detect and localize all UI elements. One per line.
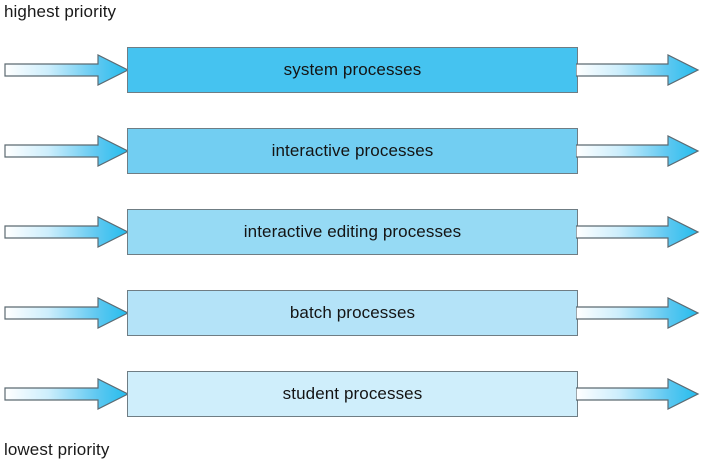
- queue-label: interactive processes: [271, 141, 434, 160]
- outgoing-arrow-icon: [576, 297, 700, 329]
- incoming-arrow-icon: [4, 297, 130, 329]
- incoming-arrow-icon: [4, 54, 130, 86]
- queue-label: student processes: [282, 384, 423, 403]
- queue-label: batch processes: [289, 303, 416, 322]
- queue-label: system processes: [283, 60, 422, 79]
- lowest-priority-label: lowest priority: [4, 440, 110, 459]
- queue-row: batch processes: [0, 290, 702, 338]
- outgoing-arrow-icon: [576, 378, 700, 410]
- queue-box: student processes: [127, 371, 578, 417]
- queue-box: interactive processes: [127, 128, 578, 174]
- incoming-arrow-icon: [4, 135, 130, 167]
- queue-row: system processes: [0, 47, 702, 95]
- outgoing-arrow-icon: [576, 135, 700, 167]
- outgoing-arrow-icon: [576, 54, 700, 86]
- queue-box: interactive editing processes: [127, 209, 578, 255]
- queue-row: interactive processes: [0, 128, 702, 176]
- incoming-arrow-icon: [4, 216, 130, 248]
- queue-row: student processes: [0, 371, 702, 419]
- outgoing-arrow-icon: [576, 216, 700, 248]
- queue-label: interactive editing processes: [243, 222, 462, 241]
- queue-box: system processes: [127, 47, 578, 93]
- highest-priority-label: highest priority: [4, 2, 117, 21]
- incoming-arrow-icon: [4, 378, 130, 410]
- queue-row: interactive editing processes: [0, 209, 702, 257]
- queue-box: batch processes: [127, 290, 578, 336]
